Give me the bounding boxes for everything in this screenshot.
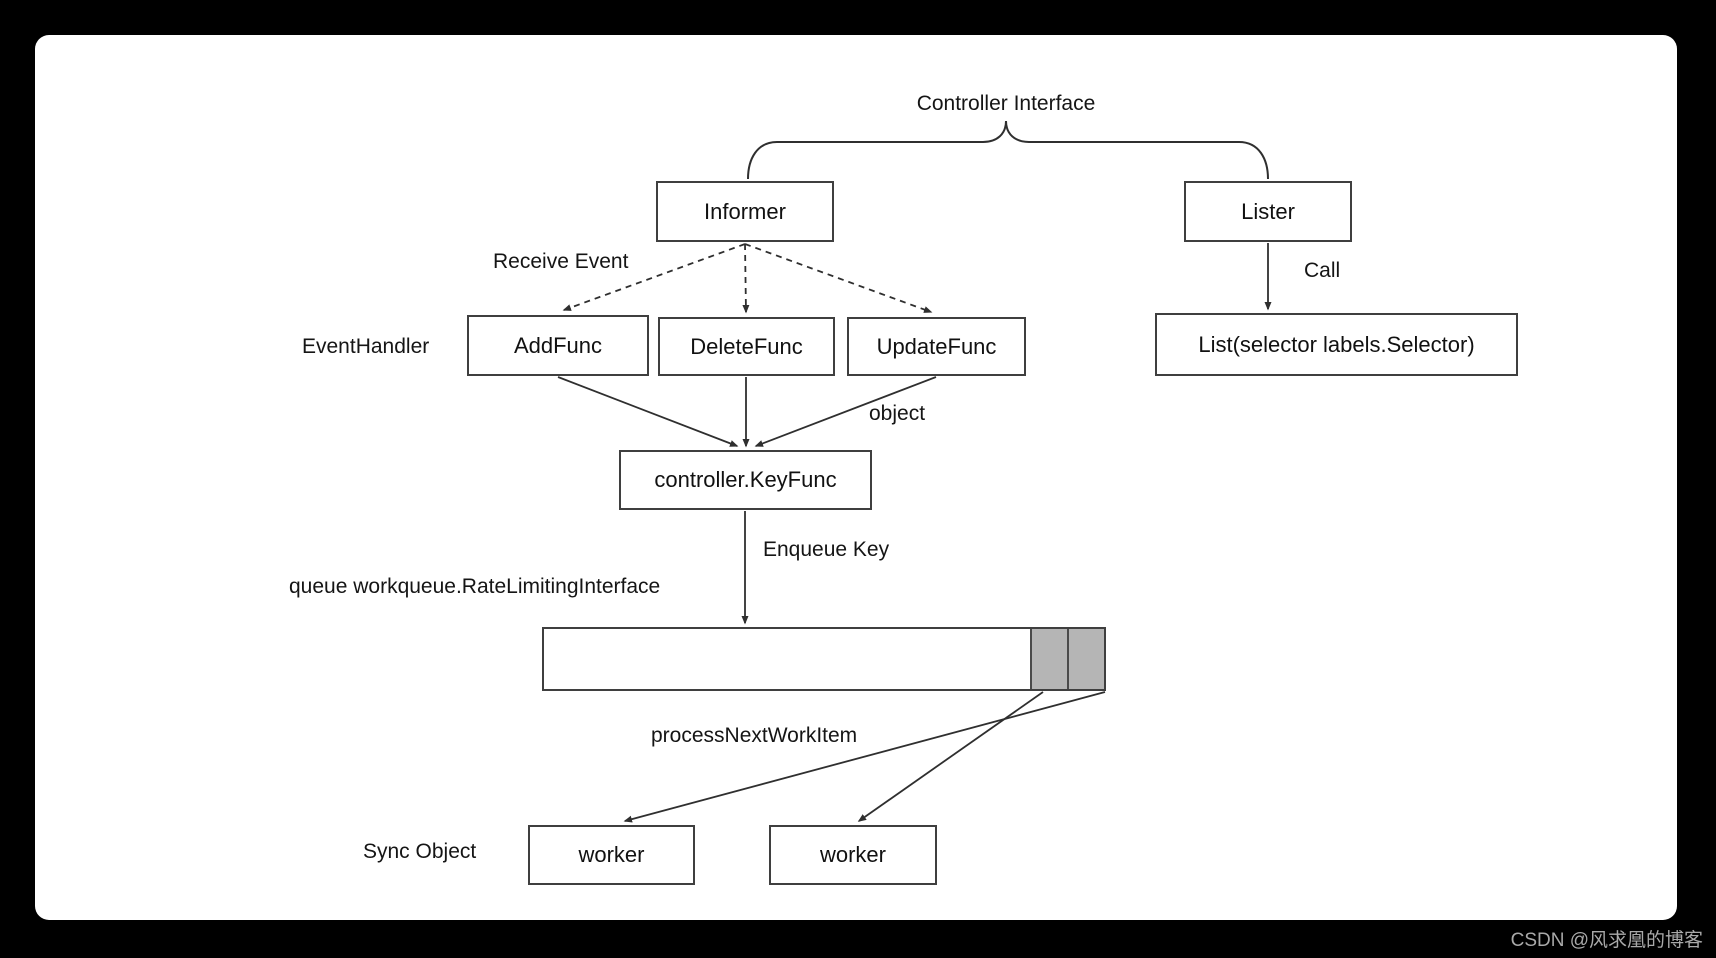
- arrow-informer-deletefunc: [742, 243, 750, 314]
- workqueue-item-cell: [1067, 629, 1104, 689]
- connector-layer: [557, 120, 1272, 823]
- node-lister: Lister: [1184, 181, 1352, 242]
- node-updatefunc-label: UpdateFunc: [876, 333, 997, 359]
- node-controller-keyfunc-label: controller.KeyFunc: [654, 467, 837, 492]
- node-list-selector-label: List(selector labels.Selector): [1198, 331, 1475, 357]
- node-updatefunc: UpdateFunc: [847, 317, 1026, 376]
- workqueue-item-cell: [1030, 629, 1067, 689]
- node-worker-1-label: worker: [578, 842, 645, 867]
- arrow-addfunc-keyfunc: [557, 376, 739, 447]
- enqueue-key-label: Enqueue Key: [763, 538, 890, 561]
- node-worker-2: worker: [769, 825, 937, 885]
- receive-event-label: Receive Event: [493, 250, 629, 273]
- node-deletefunc: DeleteFunc: [658, 317, 835, 376]
- diagram-canvas: Controller Interface Informer Lister Add…: [35, 35, 1677, 920]
- node-list-selector: List(selector labels.Selector): [1155, 313, 1518, 376]
- csdn-watermark: CSDN @风求凰的博客: [1510, 930, 1703, 951]
- event-handler-label: EventHandler: [302, 335, 430, 358]
- controller-interface-brace: [747, 120, 1269, 180]
- node-lister-label: Lister: [1241, 198, 1295, 224]
- sync-object-label: Sync Object: [363, 840, 477, 863]
- node-informer-label: Informer: [704, 198, 786, 224]
- process-next-work-item-label: processNextWorkItem: [651, 724, 858, 747]
- node-addfunc-label: AddFunc: [513, 332, 603, 358]
- node-deletefunc-label: DeleteFunc: [690, 333, 803, 359]
- arrow-informer-updatefunc: [744, 243, 933, 313]
- node-worker-1: worker: [528, 825, 695, 885]
- arrow-queue-worker2: [857, 691, 1044, 822]
- node-worker-2-label: worker: [819, 842, 886, 867]
- workqueue-bar: [542, 627, 1106, 691]
- diagram-title: Controller Interface: [916, 92, 1096, 115]
- arrow-updatefunc-keyfunc: [754, 376, 937, 447]
- node-informer: Informer: [656, 181, 834, 242]
- node-addfunc: AddFunc: [467, 315, 649, 376]
- call-label: Call: [1304, 259, 1341, 282]
- queue-workqueue-label: queue workqueue.RateLimitingInterface: [289, 575, 661, 598]
- object-label: object: [869, 402, 926, 425]
- node-controller-keyfunc: controller.KeyFunc: [619, 450, 872, 510]
- arrow-queue-worker1: [623, 691, 1106, 823]
